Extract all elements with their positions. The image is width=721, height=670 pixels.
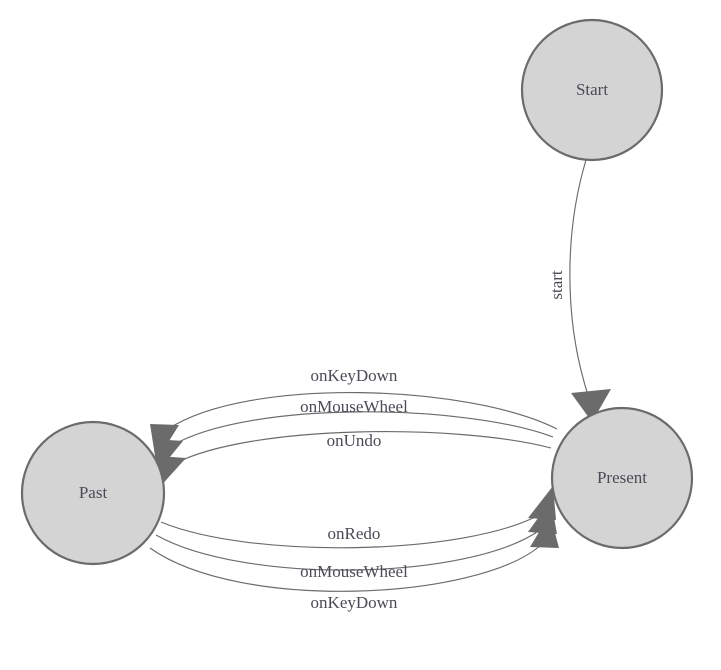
edge-label-present-past-onkeydown: onKeyDown	[311, 366, 398, 385]
edge-label-present-past-onmousewheel: onMouseWheel	[300, 397, 408, 416]
edge-path-past-present-onredo[interactable]	[160, 513, 542, 549]
node-past[interactable]: Past	[20, 420, 166, 566]
node-past-circle[interactable]	[20, 420, 166, 566]
edge-group-past-to-present-onkeydown[interactable]	[149, 514, 559, 592]
edge-arrowhead-present-past-onundo	[158, 456, 186, 489]
edge-path-present-past-onkeydown[interactable]	[167, 391, 558, 430]
node-start-circle[interactable]	[520, 18, 664, 162]
edge-group-present-to-past-onundo[interactable]	[158, 431, 552, 489]
node-present-circle[interactable]	[550, 406, 694, 550]
node-past-label: Past	[79, 483, 108, 502]
edge-label-start: start	[547, 270, 566, 300]
edge-label-past-present-onkeydown: onKeyDown	[311, 593, 398, 612]
node-start[interactable]: Start	[520, 18, 664, 162]
edge-arrowhead-start-present	[571, 389, 611, 422]
edge-label-past-present-onredo: onRedo	[328, 524, 381, 543]
node-present-label: Present	[597, 468, 647, 487]
edge-path-past-present-onkeydown[interactable]	[149, 544, 542, 592]
edge-path-present-past-onmousewheel[interactable]	[170, 411, 554, 447]
node-present[interactable]: Present	[550, 406, 694, 550]
edge-group-start-to-present[interactable]	[569, 159, 611, 422]
edge-label-past-present-onmousewheel: onMouseWheel	[300, 562, 408, 581]
edge-path-present-past-onundo[interactable]	[173, 431, 552, 465]
edge-arrowhead-past-present-onkeydown	[530, 514, 559, 548]
edge-label-present-past-onundo: onUndo	[327, 431, 382, 450]
edge-path-past-present-onmousewheel[interactable]	[155, 529, 541, 571]
edge-path-start-present[interactable]	[569, 159, 590, 399]
node-start-label: Start	[576, 80, 608, 99]
